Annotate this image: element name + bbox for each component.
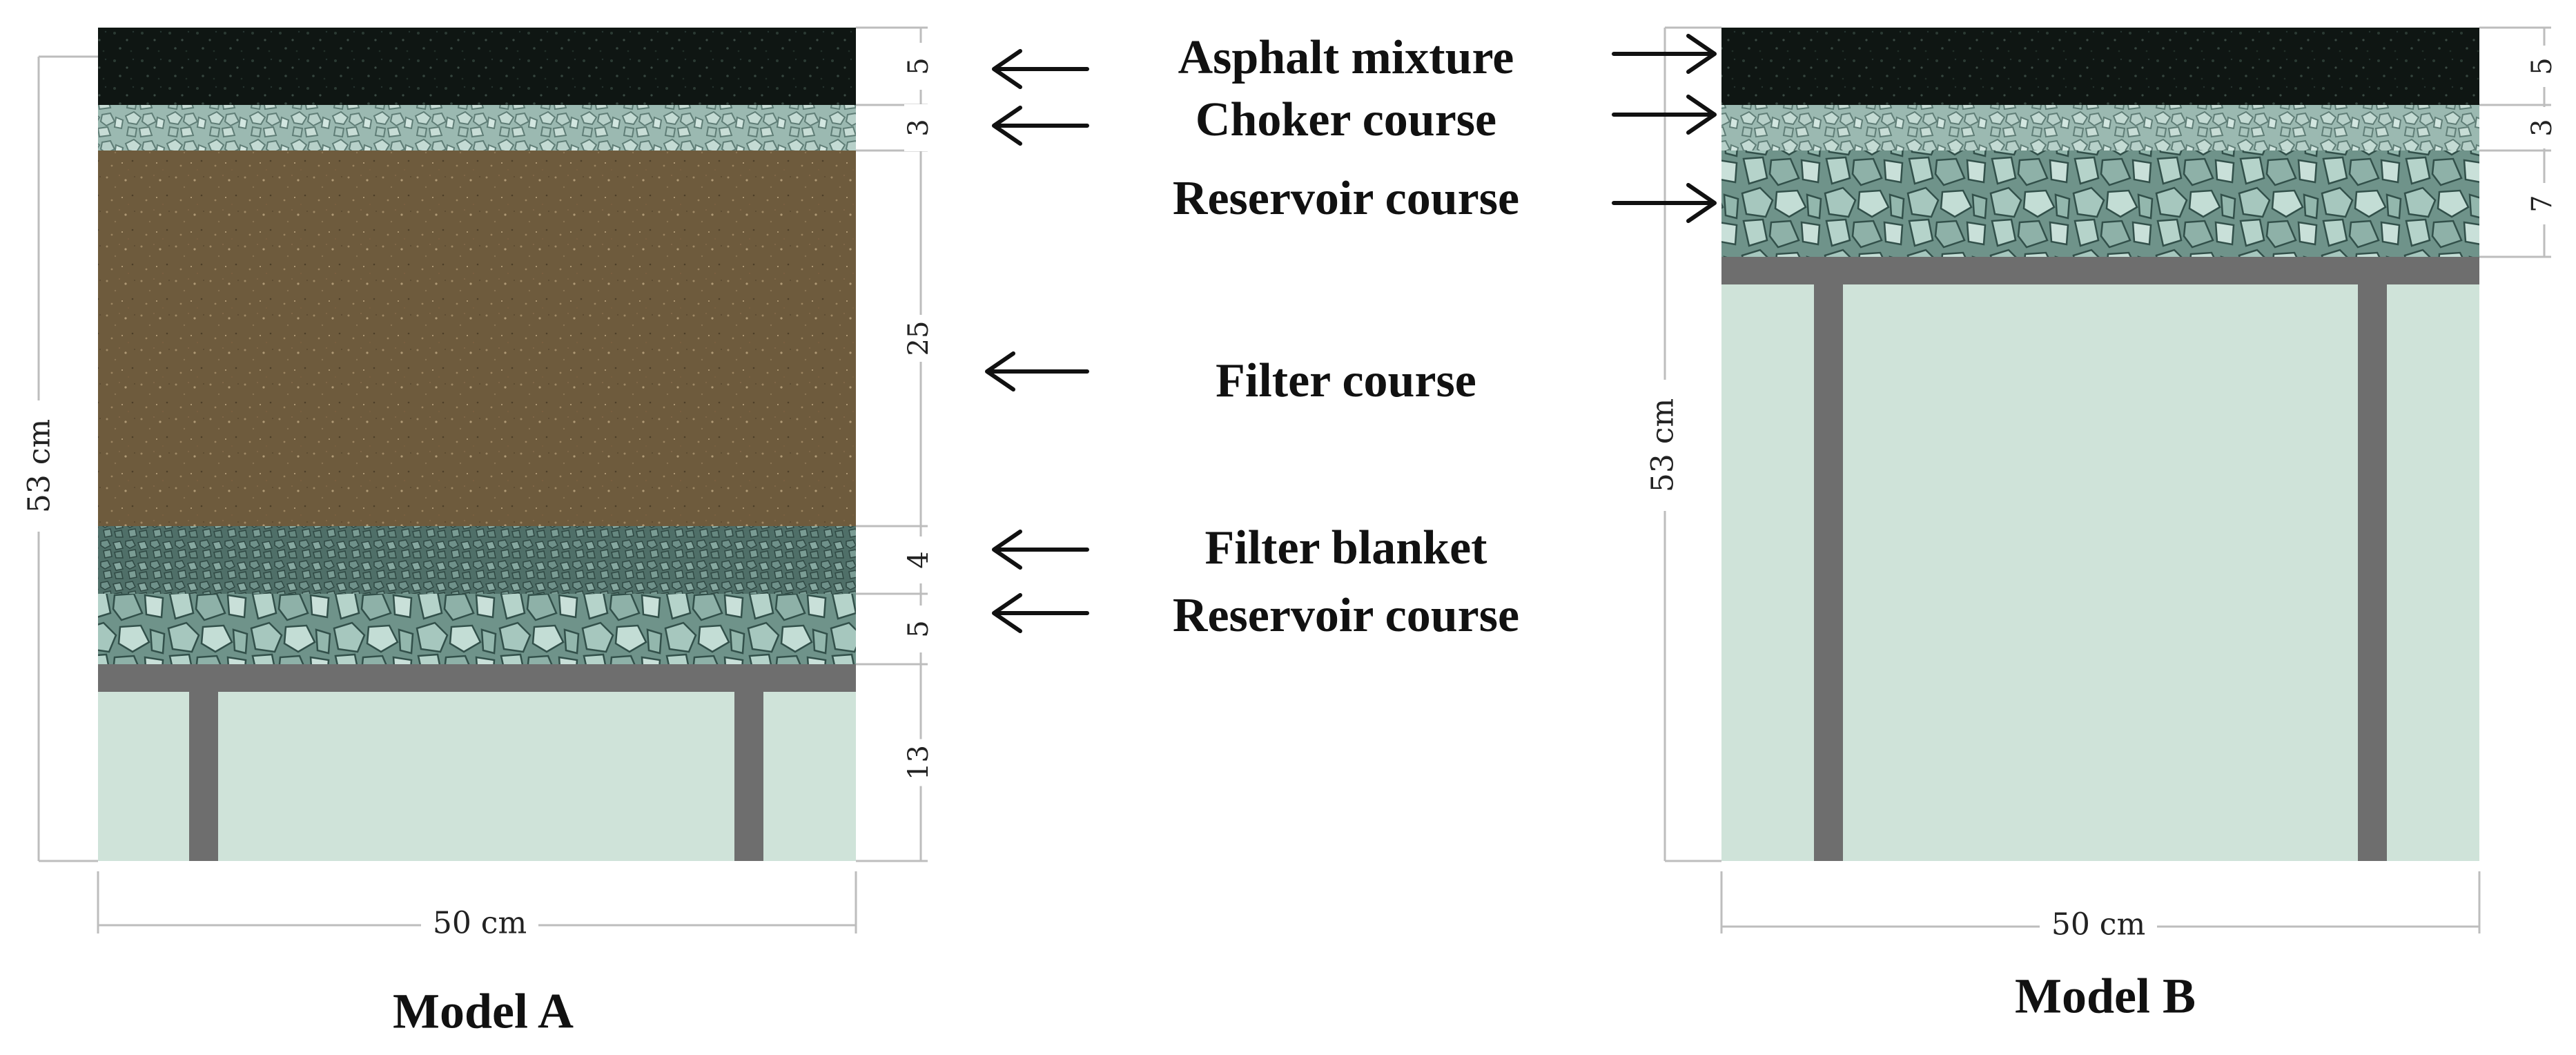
model-a-height-label: 53 cm bbox=[22, 419, 57, 513]
model-b-water-chamber bbox=[1721, 284, 2479, 861]
arrow-right-choker-icon bbox=[1612, 95, 1717, 135]
model-b-width-gap bbox=[2040, 906, 2157, 947]
model-a-asphalt-layer bbox=[98, 28, 856, 105]
model-a-choker-layer bbox=[98, 105, 856, 151]
model-a-right-post bbox=[734, 692, 763, 861]
model-b-title: Model B bbox=[2015, 969, 2196, 1024]
model-b-height-label: 53 cm bbox=[1646, 398, 1681, 492]
model-a-thickness-asphalt-layer: 5 bbox=[903, 57, 935, 75]
model-a-reservoir-layer bbox=[98, 594, 856, 664]
model-b-thickness-asphalt-layer: 5 bbox=[2526, 57, 2558, 75]
model-a-left-post bbox=[189, 692, 218, 861]
model-a-thickness-reservoir-layer: 5 bbox=[903, 620, 935, 637]
model-a-filter-blanket-layer bbox=[98, 526, 856, 594]
model-b-thickness-reservoir-layer: 7 bbox=[2526, 195, 2558, 212]
label-reservoir-course-b: Reservoir course bbox=[1173, 172, 1519, 225]
model-a-dim-gap bbox=[904, 536, 937, 583]
model-a-dim-gap bbox=[904, 739, 937, 786]
model-b-dim-gap bbox=[2528, 183, 2561, 224]
model-a-thickness-filter-blanket-layer: 4 bbox=[903, 551, 935, 568]
model-b-choker-layer bbox=[1721, 105, 2479, 151]
arrow-left-reservoir-icon bbox=[992, 593, 1089, 633]
arrow-left-filter-blanket-icon bbox=[992, 530, 1089, 570]
model-a-dim-gap bbox=[904, 606, 937, 652]
model-a-title: Model A bbox=[393, 984, 574, 1039]
model-b-dim-gap bbox=[2528, 46, 2561, 87]
model-b-height-gap bbox=[1647, 380, 1683, 511]
arrow-left-choker-icon bbox=[992, 106, 1089, 146]
model-a-filter-course-layer bbox=[98, 151, 856, 526]
model-b-width-label: 50 cm bbox=[2051, 907, 2145, 942]
model-b-reservoir-layer bbox=[1721, 151, 2479, 257]
arrow-left-filter-course-icon bbox=[985, 351, 1089, 391]
model-a-width-gap bbox=[421, 904, 538, 946]
arrow-left-asphalt-icon bbox=[992, 49, 1089, 89]
model-a-dim-gap bbox=[904, 43, 937, 90]
model-b-asphalt-layer bbox=[1721, 28, 2479, 105]
model-a-thickness-water-chamber: 13 bbox=[903, 745, 935, 780]
model-a-dim-gap bbox=[904, 315, 937, 362]
model-a-dim-gap bbox=[904, 104, 937, 151]
label-choker-course: Choker course bbox=[1196, 93, 1496, 146]
model-a-height-gap bbox=[21, 400, 57, 532]
model-b-thickness-choker-layer: 3 bbox=[2526, 119, 2558, 136]
model-a-support-plate bbox=[98, 664, 856, 692]
label-reservoir-course-a: Reservoir course bbox=[1173, 589, 1519, 642]
label-filter-course: Filter course bbox=[1216, 354, 1476, 407]
model-a-thickness-filter-course-layer: 25 bbox=[903, 321, 935, 356]
model-a-thickness-choker-layer: 3 bbox=[903, 119, 935, 136]
model-a-width-label: 50 cm bbox=[433, 906, 527, 941]
model-b-right-post bbox=[2358, 284, 2387, 861]
model-a-water-chamber bbox=[98, 692, 856, 861]
arrow-right-asphalt-icon bbox=[1612, 34, 1717, 74]
model-b-left-post bbox=[1814, 284, 1843, 861]
arrow-right-reservoir-icon bbox=[1612, 183, 1717, 223]
label-filter-blanket: Filter blanket bbox=[1205, 521, 1487, 574]
model-b-support-plate bbox=[1721, 257, 2479, 284]
label-asphalt-mixture: Asphalt mixture bbox=[1178, 31, 1514, 84]
model-b-dim-gap bbox=[2528, 107, 2561, 148]
